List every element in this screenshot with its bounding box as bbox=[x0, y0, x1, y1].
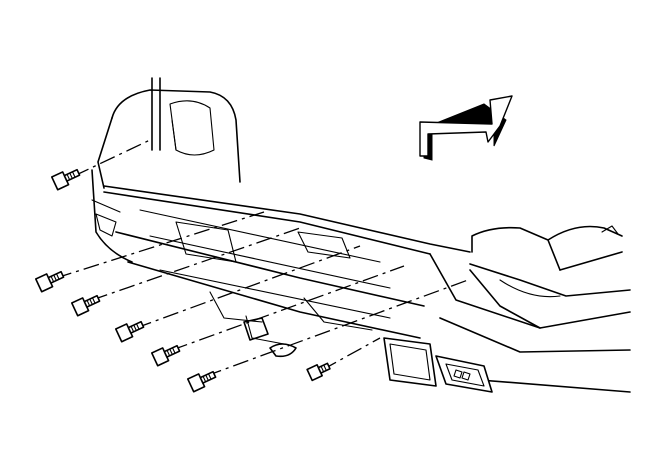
bolt-icon bbox=[34, 270, 65, 293]
left-quarter-panel bbox=[91, 77, 241, 263]
impact-bar bbox=[103, 185, 471, 358]
right-quarter-panel bbox=[383, 225, 631, 393]
bolts bbox=[34, 168, 331, 393]
bolt-icon bbox=[50, 168, 81, 191]
bolt-icon bbox=[186, 370, 217, 393]
bolt-leader-lines bbox=[55, 139, 469, 377]
bolt-icon bbox=[150, 344, 181, 367]
bolt-icon bbox=[306, 362, 331, 382]
bolt-icon bbox=[70, 294, 101, 317]
front-direction-arrow-icon bbox=[419, 95, 513, 161]
bolt-icon bbox=[114, 320, 145, 343]
